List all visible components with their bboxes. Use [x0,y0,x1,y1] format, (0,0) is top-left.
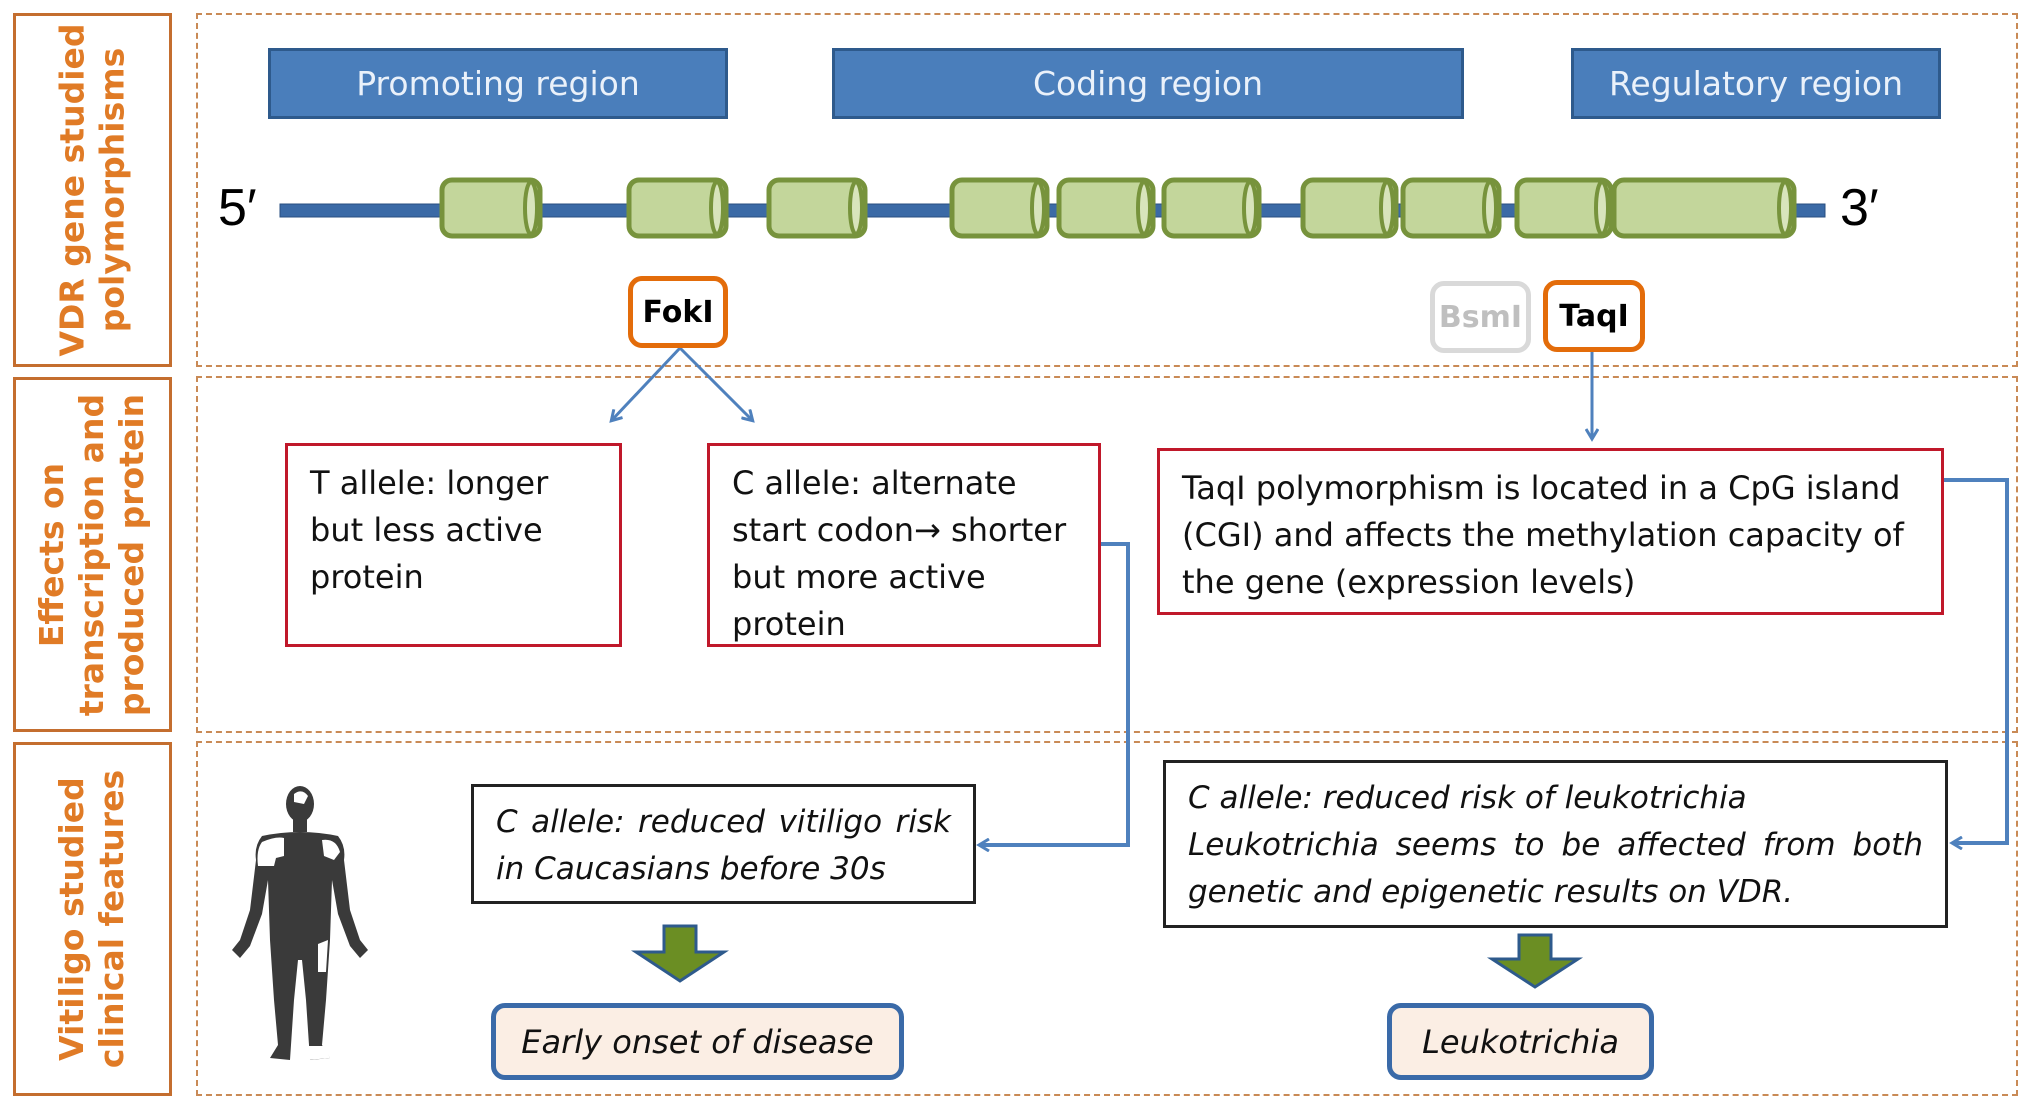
fokI-arrow-right [678,346,752,420]
exon [1514,177,1614,239]
region-promoting: Promoting region [268,48,728,119]
exon [1611,177,1797,239]
exon [766,177,868,239]
panel-clinical [196,741,2018,1096]
effect-c-allele: C allele: alternate start codon→ shorter… [707,443,1101,647]
human-figure-icon [232,786,368,1060]
effect-t-allele: T allele: longer but less active protein [285,443,622,647]
c-allele-connector [980,542,1130,845]
three-prime-label: 3′ [1840,179,1879,237]
five-prime-label: 5′ [218,179,257,237]
green-down-arrow-icon [1486,933,1584,989]
exon [439,177,543,239]
snp-bsmI[interactable]: BsmI [1430,281,1531,353]
region-coding: Coding region [832,48,1464,119]
clinical-fokI-finding: C allele: reduced vitiligo risk in Cauca… [471,784,976,904]
row-label-polymorphisms: VDR gene studied polymorphisms [13,13,172,367]
row-label-effects: Effects on transcription and produced pr… [13,377,172,732]
effect-taqI: TaqI polymorphism is located in a CpG is… [1157,448,1944,615]
exon [626,177,729,239]
clinical-taqI-line1: C allele: reduced risk of leukotrichia [1188,780,1747,816]
snp-taqI[interactable]: TaqI [1543,280,1645,352]
row-label-clinical: Vitiligo studied clinical features [13,742,172,1096]
exon [1400,177,1502,239]
exon [1300,177,1399,239]
region-regulatory: Regulatory region [1571,48,1941,119]
snp-fokI[interactable]: FokI [628,276,728,348]
panel-effects [196,376,2018,733]
clinical-taqI-finding: C allele: reduced risk of leukotrichia L… [1163,760,1948,928]
panel-polymorphisms [196,13,2018,367]
exon-group [439,177,1797,239]
vitiligo-patches [257,791,340,1060]
exon [949,177,1050,239]
outcome-early-onset: Early onset of disease [491,1003,904,1080]
taqI-connector [1944,478,2009,843]
exon [1056,177,1156,239]
clinical-taqI-line2: Leukotrichia seems to be affected from b… [1188,827,1923,910]
green-down-arrow-icon [630,924,730,983]
exon [1161,177,1262,239]
outcome-leukotrichia: Leukotrichia [1387,1003,1654,1080]
fokI-arrow-left [612,346,682,420]
